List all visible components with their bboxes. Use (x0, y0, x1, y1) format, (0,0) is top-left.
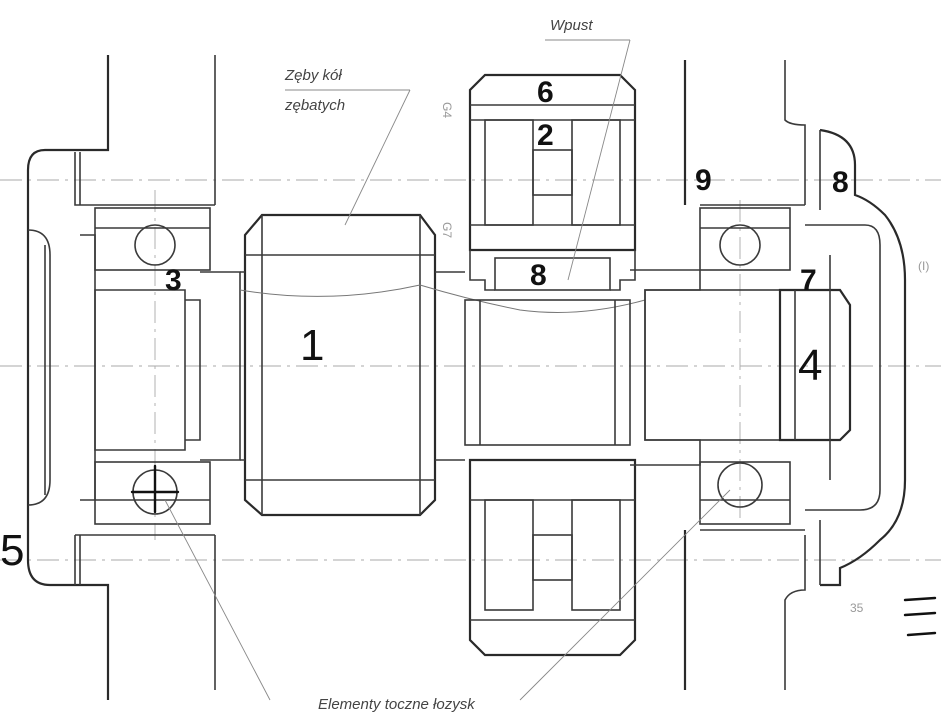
leader-lines (164, 39, 731, 701)
shaft-end-4 (778, 288, 852, 442)
shaft-left-stub (94, 271, 241, 461)
label-zeby-line2: zębatych (284, 97, 345, 114)
part-number-1: 1 (300, 321, 324, 370)
key-wpust (469, 250, 636, 291)
part-number-5: 5 (0, 526, 24, 575)
label-wpust: Wpust (550, 17, 593, 34)
bearing-left (94, 207, 211, 525)
bearing-right (699, 207, 791, 525)
gear-wheel-lower (468, 458, 637, 657)
pencil-mark-g7: G7 (440, 222, 454, 238)
shaft-right (630, 269, 781, 466)
pencil-mark-i: (I) (918, 259, 929, 273)
pencil-scribble (903, 596, 937, 637)
part-number-7: 7 (800, 264, 817, 297)
part-number-2: 2 (537, 119, 554, 152)
label-elementy-toczne: Elementy toczne łozysk (318, 696, 476, 713)
housing-right (683, 60, 806, 690)
part-number-3: 3 (165, 264, 182, 297)
part-number-8-cover: 8 (832, 166, 849, 199)
pencil-mark-35: 35 (850, 601, 864, 615)
housing-left (26, 55, 216, 700)
part-number-8-key: 8 (530, 259, 547, 292)
shaft-center (464, 299, 631, 446)
housing-cover-right (805, 128, 907, 587)
part-number-9: 9 (695, 164, 712, 197)
part-number-4: 4 (798, 341, 822, 390)
housing-cover-left (27, 229, 96, 506)
shaft-gear-1 (239, 213, 646, 517)
part-number-6: 6 (537, 76, 554, 109)
pencil-mark-g4: G4 (440, 102, 454, 118)
center-lines (0, 179, 941, 561)
label-zeby-line1: Zęby kół (284, 67, 342, 84)
